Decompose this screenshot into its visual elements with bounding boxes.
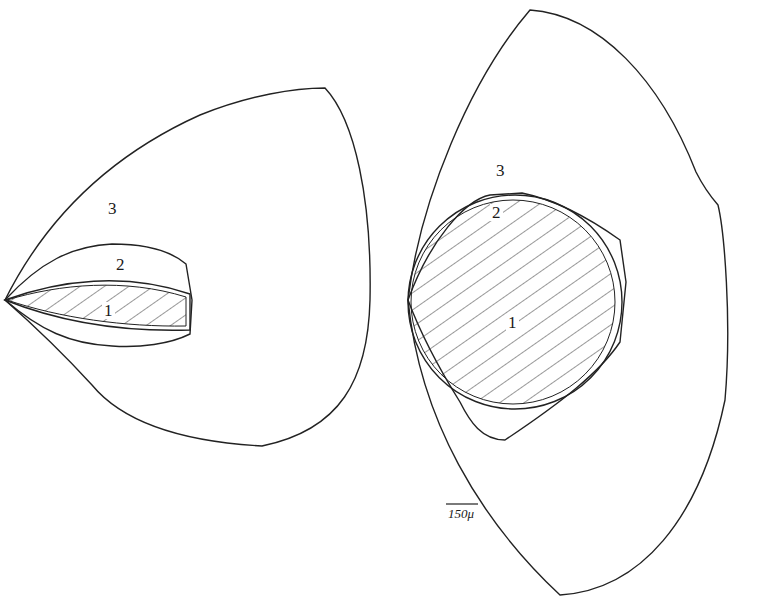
zone-2-outline: [5, 281, 190, 330]
zone-number: 2: [490, 204, 503, 221]
zone-3-outline: [408, 193, 626, 440]
zone-number: 1: [102, 302, 115, 319]
scale-label: 150μ: [446, 507, 476, 520]
scale-bar: [446, 503, 478, 504]
zone-2-outline: [408, 195, 622, 409]
zone-1-hatched: [7, 285, 186, 326]
zone-number: 2: [114, 256, 127, 273]
outer-outline: [5, 88, 370, 446]
zone-number: 3: [494, 162, 507, 179]
zone-1-hatched: [411, 200, 615, 404]
zone-number: 3: [106, 200, 119, 217]
outer-outline: [408, 10, 728, 595]
zone-number: 1: [506, 314, 519, 331]
zone-3-outline: [5, 244, 192, 347]
